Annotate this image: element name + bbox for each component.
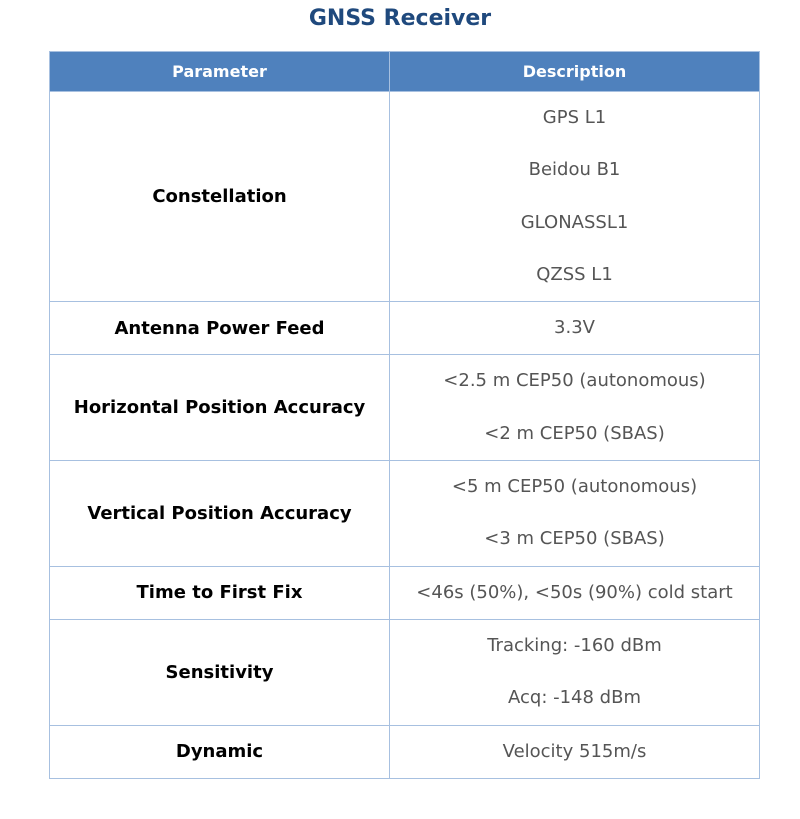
table-row: Horizontal Position Accuracy<2.5 m CEP50… [49, 354, 760, 462]
parameter-cell: Horizontal Position Accuracy [49, 354, 390, 462]
table-header-row: Parameter Description [49, 51, 760, 92]
description-line: Acq: -148 dBm [508, 687, 641, 709]
description-line: <2.5 m CEP50 (autonomous) [443, 370, 706, 392]
description-line: <3 m CEP50 (SBAS) [484, 528, 665, 550]
parameter-cell: Constellation [49, 90, 390, 303]
header-description: Description [389, 51, 760, 92]
header-parameter: Parameter [49, 51, 390, 92]
description-line: GPS L1 [542, 107, 607, 128]
description-line: GLONASSL1 [520, 211, 629, 233]
parameter-cell: Sensitivity [49, 618, 390, 726]
table-row: Vertical Position Accuracy<5 m CEP50 (au… [49, 460, 760, 567]
parameter-cell: Dynamic [49, 724, 390, 779]
description-line: Beidou B1 [528, 159, 621, 181]
description-cell: <2.5 m CEP50 (autonomous) <2 m CEP50 (SBA… [389, 354, 760, 462]
description-cell: 3.3V [389, 301, 760, 356]
description-line: 3.3V [554, 317, 595, 339]
description-line: <2 m CEP50 (SBAS) [484, 422, 665, 444]
page-title: GNSS Receiver [308, 6, 492, 31]
description-line: <46s (50%), <50s (90%) cold start [416, 581, 733, 603]
parameter-cell: Time to First Fix [49, 565, 390, 620]
parameter-cell: Antenna Power Feed [49, 301, 390, 356]
description-cell: Velocity 515m/s [389, 724, 760, 779]
parameter-cell: Vertical Position Accuracy [49, 460, 390, 567]
description-line: QZSS L1 [536, 263, 613, 285]
table-row: Time to First Fix <46s (50%), <50s (90%) … [49, 565, 760, 620]
description-line: <5 m CEP50 (autonomous) [451, 476, 698, 498]
description-line: Tracking: -160 dBm [487, 634, 662, 656]
table-row: Antenna Power Feed 3.3V [49, 301, 760, 356]
description-cell: <46s (50%), <50s (90%) cold start [389, 565, 760, 620]
description-line: Velocity 515m/s [502, 740, 647, 762]
description-cell: <5 m CEP50 (autonomous) <3 m CEP50 (SBAS) [389, 460, 760, 567]
table-row: Dynamic Velocity 515m/s [49, 724, 760, 779]
